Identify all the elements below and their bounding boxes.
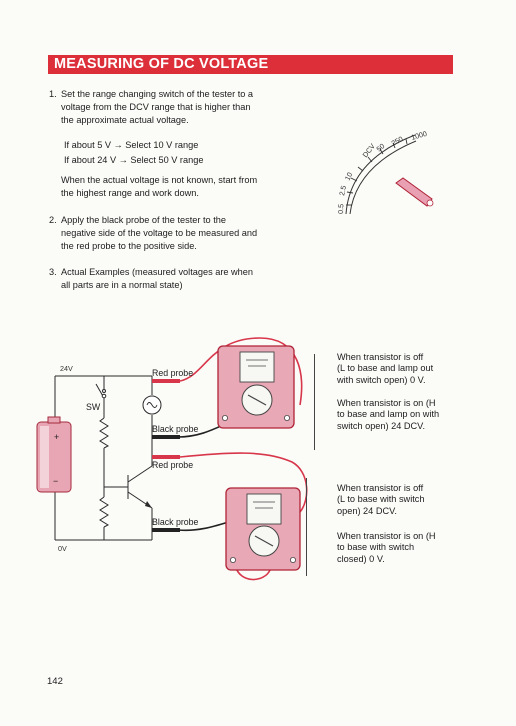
- step-1-line: the approximate actual voltage.: [61, 115, 189, 126]
- step-3-line: all parts are in a normal state): [61, 280, 183, 291]
- page-number: 142: [47, 676, 63, 687]
- step-3-line: Actual Examples (measured voltages are w…: [61, 267, 254, 277]
- note-top-off: When transistor is off (L to base and la…: [337, 352, 482, 386]
- note-line: switch open) 24 DCV.: [337, 420, 426, 431]
- probe-label-red: Red probe: [152, 460, 193, 470]
- range-example: If about 5 V → Select 10 V range: [64, 140, 199, 150]
- note-line: (L to base with switch: [337, 494, 425, 505]
- note-line: open) 24 DCV.: [337, 505, 397, 516]
- dial-scale-label: 0.5: [336, 204, 345, 214]
- tester-bottom: [225, 487, 301, 571]
- probe-label-red: Red probe: [152, 368, 193, 378]
- step-2-line: Apply the black probe of the tester to t…: [61, 215, 226, 225]
- switch-symbol: [95, 383, 107, 399]
- section-banner: MEASURING OF DC VOLTAGE: [48, 55, 453, 74]
- note-line: When transistor is off: [337, 483, 424, 493]
- ground-label: 0V: [58, 544, 67, 553]
- probe-tips-bottom: [152, 455, 180, 532]
- dial-scale-label: 50: [375, 141, 387, 153]
- note-line: When transistor is on (H: [337, 398, 436, 408]
- note-bottom-off: When transistor is off (L to base with s…: [337, 483, 482, 517]
- range-examples: If about 5 V → Select 10 V range If abou…: [64, 138, 203, 168]
- note-bracket-bottom: [306, 478, 307, 576]
- note-top-on: When transistor is on (H to base and lam…: [337, 398, 482, 432]
- step-1-text: Set the range changing switch of the tes…: [61, 88, 283, 127]
- step-2-line: negative side of the voltage to be measu…: [61, 228, 258, 239]
- step-1-note-line: When the actual voltage is not known, st…: [61, 175, 258, 185]
- step-1-note-line: the highest range and work down.: [61, 188, 199, 199]
- step-3-number: 3.: [49, 267, 57, 277]
- step-1-note: When the actual voltage is not known, st…: [61, 174, 283, 200]
- step-2-number: 2.: [49, 215, 57, 225]
- dial-pointer: [395, 177, 434, 207]
- dial-scale-label: 10: [343, 171, 355, 182]
- range-example: If about 24 V → Select 50 V range: [64, 154, 204, 165]
- step-1-line: Set the range changing switch of the tes…: [61, 89, 254, 99]
- note-line: When transistor is off: [337, 352, 424, 362]
- note-line: to base with switch: [337, 542, 415, 553]
- dial-scale-label: 2.5: [337, 185, 348, 197]
- tester-top: [217, 345, 295, 429]
- note-line: closed) 0 V.: [337, 553, 385, 564]
- transistor-emitter-arrow: [145, 501, 152, 508]
- section-title: MEASURING OF DC VOLTAGE: [54, 56, 269, 72]
- supply-label: 24V: [60, 364, 73, 373]
- battery-minus: −: [53, 476, 58, 486]
- dial-scale-label: 1000: [410, 129, 428, 142]
- note-line: When transistor is on (H: [337, 531, 436, 541]
- probe-tips-top: [152, 379, 180, 439]
- note-bottom-on: When transistor is on (H to base with sw…: [337, 531, 482, 565]
- probe-label-black: Black probe: [152, 424, 199, 434]
- lamp-symbol: [142, 395, 162, 415]
- dial-ticks: [346, 138, 408, 206]
- note-bracket-top: [314, 354, 315, 450]
- resistor-lower: [99, 496, 110, 528]
- step-3-text: Actual Examples (measured voltages are w…: [61, 266, 283, 292]
- note-line: to base and lamp on with: [337, 409, 440, 420]
- note-line: (L to base and lamp out: [337, 363, 434, 374]
- probe-label-black: Black probe: [152, 517, 199, 527]
- step-2-line: the red probe to the positive side.: [61, 241, 197, 252]
- switch-label: SW: [86, 402, 101, 412]
- step-1-line: voltage from the DCV range that is highe…: [61, 102, 251, 113]
- dial-scale-arc: [345, 134, 417, 215]
- step-2-text: Apply the black probe of the tester to t…: [61, 214, 283, 253]
- step-1-number: 1.: [49, 89, 57, 99]
- resistor-upper: [99, 417, 110, 449]
- note-line: with switch open) 0 V.: [337, 374, 426, 385]
- battery-plus: +: [54, 432, 59, 442]
- battery-symbol: [36, 416, 72, 493]
